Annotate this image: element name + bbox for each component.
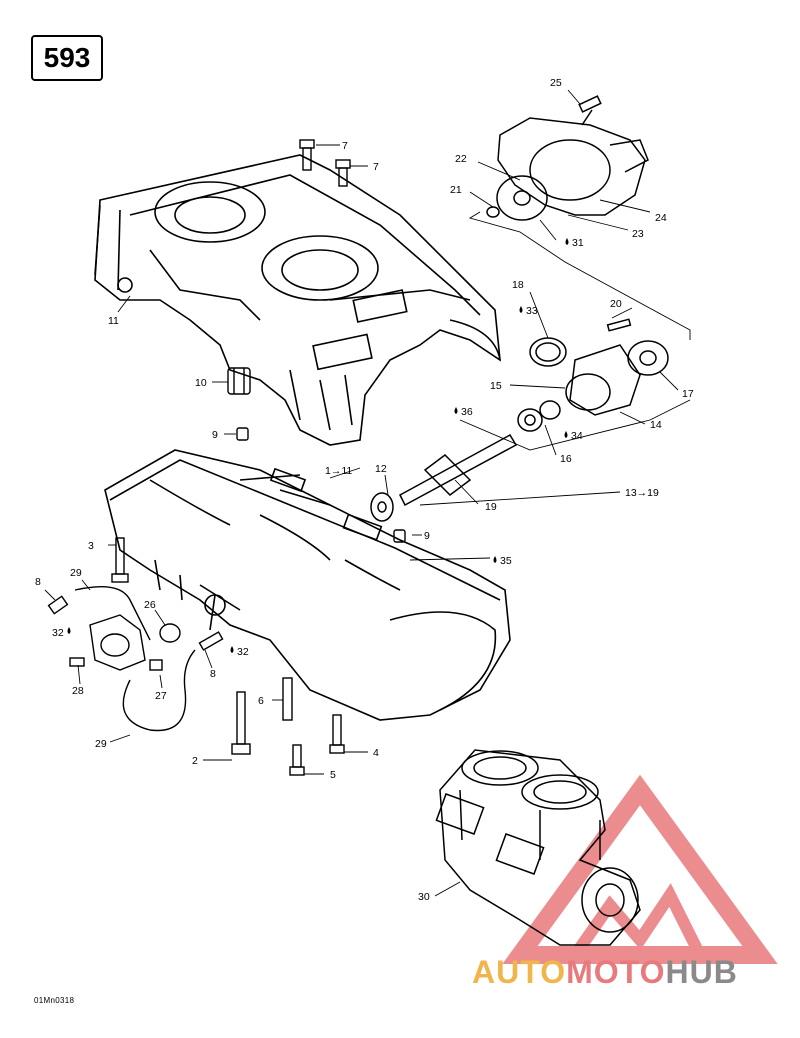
callout-24: 24 [655,212,667,224]
callout-17: 17 [682,388,694,400]
callout-9b: 9 [424,530,430,542]
water-pump-cover [486,95,649,221]
dowel-9-parts [236,427,406,543]
callout-29b: 29 [95,738,107,750]
callout-20: 20 [610,298,622,310]
callout-25: 25 [550,77,562,89]
callout-15: 15 [490,380,502,392]
callout-8a: 8 [35,576,41,588]
callout-32b: 32 [237,646,249,658]
part-10 [227,367,251,395]
brand-logo: AUTOMOTOHUB [472,954,738,991]
callout-26: 26 [144,599,156,611]
callout-10: 10 [195,377,207,389]
watermark-triangle [502,774,778,964]
callout-27: 27 [155,690,167,702]
callout-4: 4 [373,747,379,759]
callout-31: 31 [572,237,584,249]
brand-part-3: HUB [665,954,738,990]
lower-crankcase [104,449,511,721]
callout-6: 6 [258,695,264,707]
drawing-code: 01Mn0318 [34,996,75,1005]
callout-11: 11 [108,315,119,327]
callout-29a: 29 [70,567,82,579]
bolt-7-parts [299,139,351,187]
callout-34: 34 [571,430,583,442]
callout-7a: 7 [342,140,348,152]
callout-8b: 8 [210,668,216,680]
callout-9a: 9 [212,429,218,441]
callout-18: 18 [512,279,524,291]
callout-28: 28 [72,685,84,697]
callout-1: 1→11 [325,465,352,477]
callout-labels: 7 7 11 10 9 1→11 12 25 24 22 21 23 31 18… [35,77,694,903]
shaft-assembly [370,318,669,522]
lower-bolts [111,537,345,776]
callout-13: 13→19 [625,487,659,499]
upper-crankcase [94,154,501,446]
callout-16: 16 [560,453,572,465]
callout-30: 30 [418,891,430,903]
callout-2: 2 [192,755,198,767]
callout-36: 36 [461,406,473,418]
callout-5: 5 [330,769,336,781]
callout-35: 35 [500,555,512,567]
callout-3: 3 [88,540,94,552]
callout-33: 33 [526,305,538,317]
engine-assembly [435,749,641,946]
page-number: 593 [43,42,91,73]
callout-14: 14 [650,419,662,431]
brand-part-1: AUTO [472,954,567,990]
callout-22: 22 [455,153,467,165]
leader-lines [44,89,691,897]
brand-part-2: MOTO [566,954,666,990]
callout-23: 23 [632,228,644,240]
page-number-box: 593 [31,35,103,81]
oil-pump-parts [47,585,224,732]
callout-32a: 32 [52,627,64,639]
callout-19: 19 [485,501,497,513]
callout-7b: 7 [373,161,379,173]
callout-21: 21 [450,184,462,196]
callout-12: 12 [375,463,387,475]
drop-markers [67,238,569,653]
